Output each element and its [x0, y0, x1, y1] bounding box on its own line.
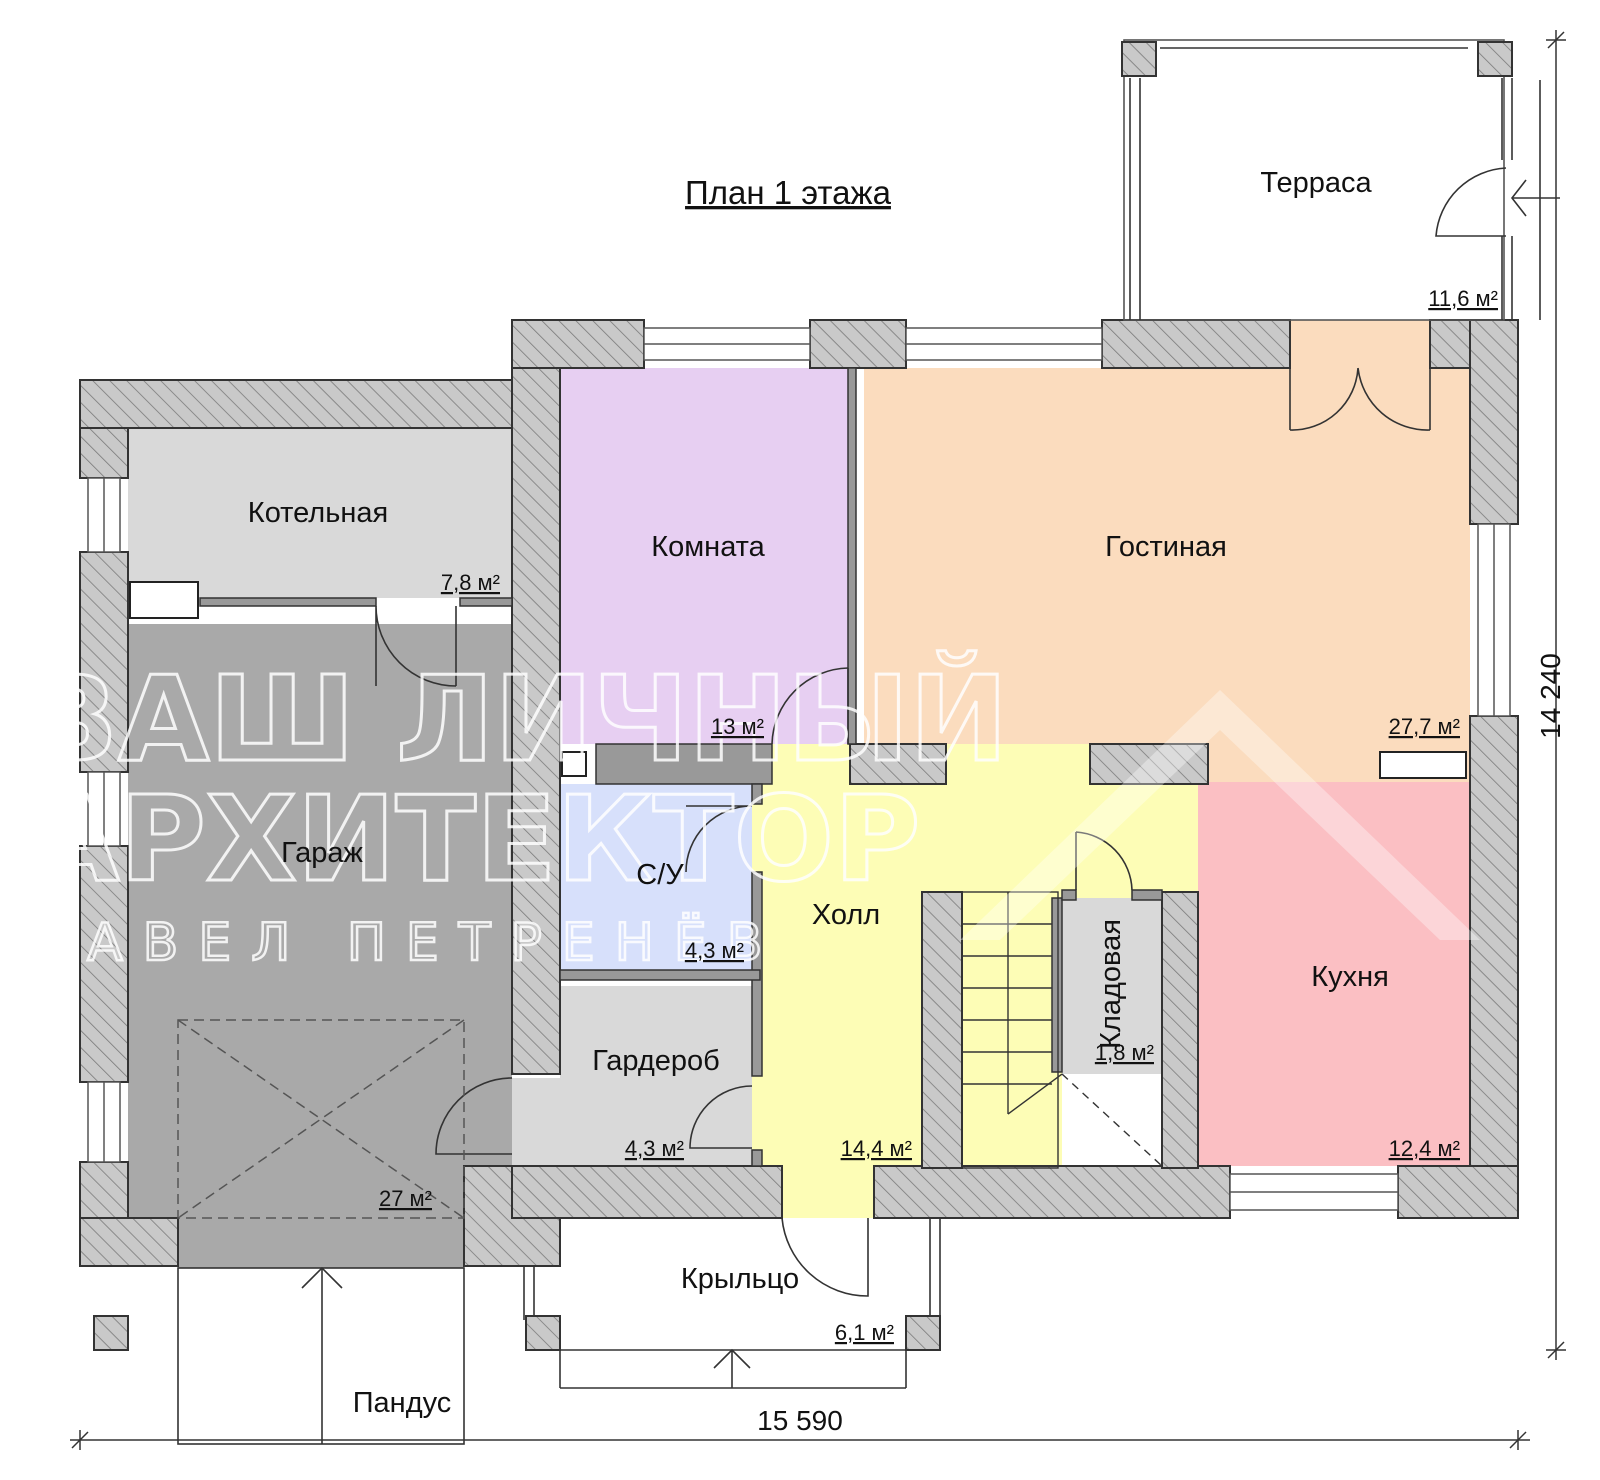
pantry-fill — [1062, 898, 1162, 1074]
bath-area: 4,3 м² — [685, 938, 744, 963]
boiler-icon — [129, 581, 199, 619]
appliances — [129, 581, 1467, 779]
garage-gate-fill — [178, 1218, 464, 1268]
living-fill — [864, 368, 1470, 782]
terrace-name: Терраса — [1260, 167, 1372, 199]
terrace-area: 11,6 м² — [1428, 286, 1498, 311]
kitchen-fill — [1198, 782, 1470, 1166]
terrace — [1123, 39, 1560, 321]
ramp-name: Пандус — [353, 1387, 452, 1419]
living-door-fill — [1290, 320, 1430, 370]
garage-area: 27 м² — [379, 1186, 432, 1211]
porch-area: 6,1 м² — [835, 1320, 894, 1345]
boiler-area: 7,8 м² — [441, 570, 500, 595]
svg-text:АРХИТЕКТОР: АРХИТЕКТОР — [28, 770, 920, 908]
terrace-posts — [1121, 41, 1513, 77]
room-area: 13 м² — [711, 714, 764, 739]
kitchen-area: 12,4 м² — [1389, 1136, 1460, 1161]
hall-area: 14,4 м² — [841, 1136, 912, 1161]
wardrobe-area: 4,3 м² — [625, 1136, 684, 1161]
kitchen-riser-icon — [1379, 751, 1467, 779]
plan-title: План 1 этажа — [685, 174, 892, 211]
wardrobe-door-fill — [512, 1078, 562, 1168]
porch — [523, 1218, 941, 1389]
wardrobe-fill — [560, 986, 752, 1166]
kitchen-name: Кухня — [1311, 961, 1389, 993]
garage-fill — [128, 624, 512, 1218]
pantry-area: 1,8 м² — [1095, 1040, 1154, 1065]
room-labels: Терраса 11,6 м² Котельная 7,8 м² Комната… — [248, 167, 1498, 1419]
stairs — [961, 891, 1163, 1169]
porch-posts — [525, 1315, 941, 1351]
garage-name: Гараж — [281, 837, 363, 869]
garage-gate-dashed — [177, 1019, 465, 1219]
porch-name: Крыльцо — [681, 1263, 799, 1295]
dimension-lines — [70, 30, 1566, 1450]
living-name: Гостиная — [1105, 531, 1227, 563]
windows — [87, 327, 1511, 1211]
bath-name: С/У — [636, 859, 684, 891]
pantry-name: Кладовая — [1095, 919, 1127, 1049]
walls — [79, 319, 1519, 1267]
watermark-house-icon — [960, 690, 1480, 940]
doors — [375, 367, 1431, 1297]
room-fill — [560, 368, 848, 744]
width-dimension: 15 590 — [757, 1405, 843, 1436]
watermark: ВАШ ЛИЧНЫЙ АРХИТЕКТОР ПАВЕЛ ПЕТРЕНЁВ — [27, 649, 1480, 974]
svg-text:ВАШ ЛИЧНЫЙ: ВАШ ЛИЧНЫЙ — [28, 650, 1008, 788]
bath-riser-icon — [561, 751, 587, 777]
wardrobe-name: Гардероб — [592, 1045, 720, 1077]
boiler-name: Котельная — [248, 497, 388, 529]
height-dimension: 14 240 — [1535, 653, 1566, 739]
ramp — [177, 1266, 465, 1445]
hall-name: Холл — [812, 899, 880, 931]
room-fills — [128, 320, 1470, 1268]
living-area: 27,7 м² — [1389, 714, 1460, 739]
svg-text:ПАВЕЛ ПЕТРЕНЁВ: ПАВЕЛ ПЕТРЕНЁВ — [28, 912, 782, 973]
partitions — [199, 367, 1163, 1167]
column-icon — [93, 1315, 129, 1351]
boiler-room-fill — [128, 428, 512, 598]
room-name: Комната — [651, 531, 765, 563]
